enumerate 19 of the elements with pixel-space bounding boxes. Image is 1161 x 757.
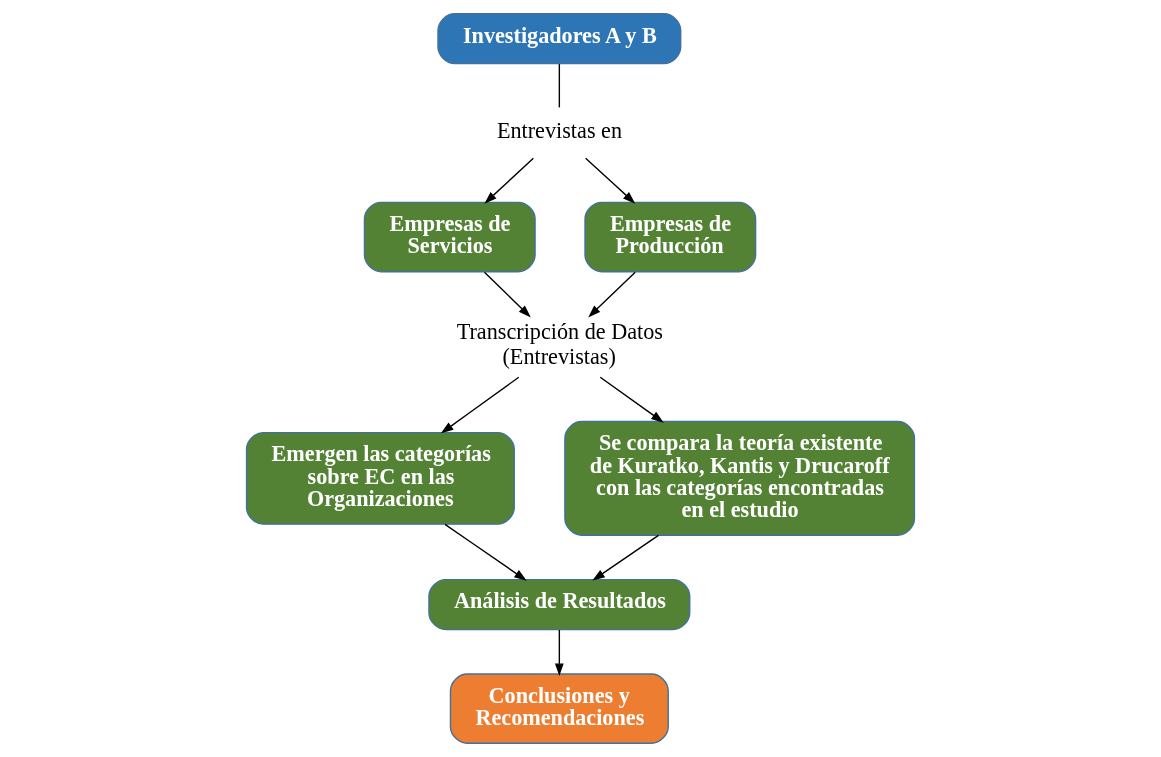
node-box: Empresas de Servicios [363,201,536,273]
arrow [592,534,660,581]
node-box: Empresas de Producción [584,201,757,273]
arrow [584,157,636,204]
arrow [444,523,527,581]
node-box: Análisis de Resultados [428,578,691,631]
arrow [484,157,535,204]
connector [558,63,561,109]
node-box: Investigadores A y B [437,13,682,65]
arrow [440,376,520,434]
arrow [588,271,636,318]
arrow [483,271,531,318]
arrow [554,629,564,676]
arrow [599,376,664,423]
node-box: Conclusiones y Recomendaciones [449,673,669,744]
node-box: Emergen las categorías sobre EC en las Organizaciones [245,431,515,525]
node-text: Transcripción de Datos (Entrevistas) [456,319,663,370]
node-box: Se compara la teoría existente de Kuratko, Kantis y Drucaroff con las categorías encontradas en el estudio [564,420,916,536]
node-text: Entrevistas en [496,118,622,144]
